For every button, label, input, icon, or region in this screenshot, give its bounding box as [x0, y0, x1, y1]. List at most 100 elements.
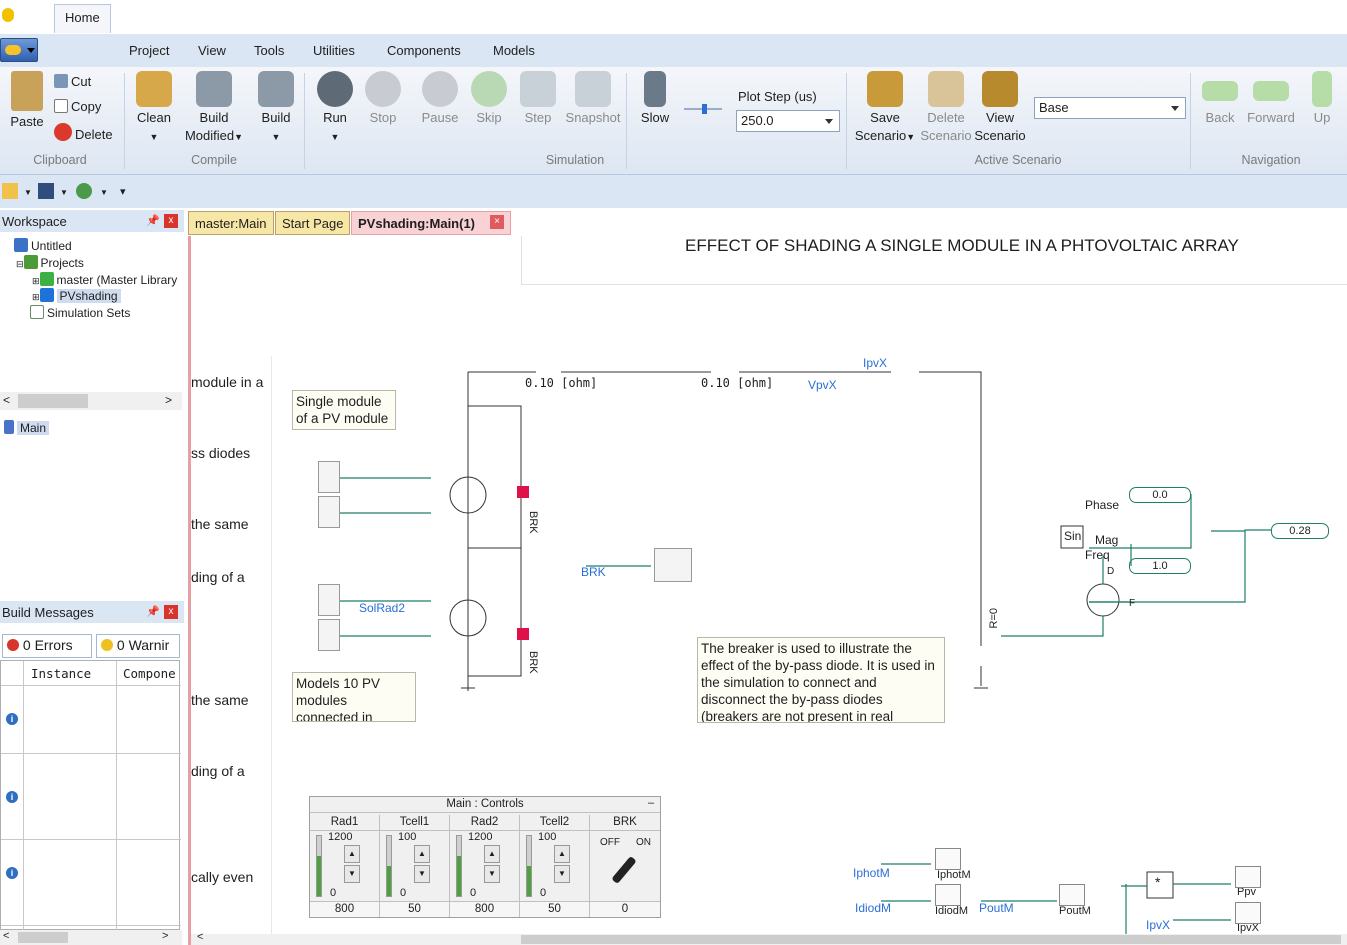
column-header-component[interactable]: Compone [123, 666, 176, 681]
clean-button[interactable]: Clean▼ [132, 71, 176, 146]
scroll-right-icon[interactable]: > [165, 393, 173, 407]
minimize-icon[interactable]: – [648, 797, 655, 809]
table-row[interactable] [1, 925, 181, 926]
scroll-left-icon[interactable]: < [3, 393, 11, 407]
meter-icon[interactable] [935, 848, 961, 870]
freq-constant[interactable]: 1.0 [1129, 558, 1191, 574]
scroll-left-icon[interactable]: < [197, 931, 204, 943]
schematic-canvas[interactable]: EFFECT OF SHADING A SINGLE MODULE IN A P… [188, 236, 1347, 945]
skip-button[interactable]: Skip [470, 71, 508, 127]
tree-horizontal-scrollbar[interactable]: < > [0, 392, 182, 410]
save-icon[interactable] [38, 183, 54, 199]
close-icon[interactable]: x [164, 605, 178, 619]
scroll-left-icon[interactable]: < [3, 930, 10, 942]
run-button[interactable]: Run▼ [316, 71, 354, 146]
note-breaker[interactable]: The breaker is used to illustrate the ef… [697, 637, 945, 723]
scrollbar-thumb[interactable] [18, 394, 88, 408]
meter-icon[interactable] [1235, 902, 1261, 924]
pin-icon[interactable]: 📌 [146, 215, 160, 227]
tree-item-main[interactable]: Main [4, 420, 50, 435]
meter-icon[interactable] [1235, 866, 1261, 888]
slider-input-icon[interactable] [318, 496, 340, 528]
rad1-decrement-button[interactable]: ▼ [344, 865, 360, 883]
doc-tab-start-page[interactable]: Start Page [275, 211, 351, 235]
meter-icon[interactable] [1059, 884, 1085, 906]
table-row[interactable] [1, 753, 181, 754]
slider-input-icon[interactable] [318, 619, 340, 651]
column-header-instance[interactable]: Instance [31, 666, 92, 681]
pin-icon[interactable]: 📌 [146, 606, 160, 618]
errors-filter-button[interactable]: 0 Errors [2, 634, 92, 658]
tcell1-slider[interactable] [386, 835, 392, 897]
collapse-icon[interactable]: ⊟ [16, 259, 24, 269]
scrollbar-thumb[interactable] [521, 935, 1341, 944]
warnings-filter-button[interactable]: 0 Warnir [96, 634, 180, 658]
up-button[interactable]: Up [1306, 71, 1338, 127]
customize-toolbar-icon[interactable]: ▾ [120, 186, 126, 198]
scroll-right-icon[interactable]: > [162, 930, 169, 942]
close-icon[interactable]: × [490, 215, 504, 229]
slow-button[interactable]: Slow [636, 71, 674, 127]
speed-slider[interactable] [684, 104, 722, 114]
application-menu-button[interactable] [0, 38, 38, 62]
tcell2-decrement-button[interactable]: ▼ [554, 865, 570, 883]
mag-constant[interactable]: 0.28 [1271, 523, 1329, 539]
tcell1-increment-button[interactable]: ▲ [414, 845, 430, 863]
scenario-select[interactable]: Base [1034, 97, 1186, 119]
tab-utilities[interactable]: Utilities [313, 43, 355, 58]
controls-panel[interactable]: Main : Controls – Rad1 1200 0 ▲ ▼ 800 Tc… [309, 796, 661, 918]
phase-constant[interactable]: 0.0 [1129, 487, 1191, 503]
build-button[interactable]: Build▼ [254, 71, 298, 146]
refresh-icon[interactable] [76, 183, 92, 199]
tcell1-decrement-button[interactable]: ▼ [414, 865, 430, 883]
rad2-increment-button[interactable]: ▲ [484, 845, 500, 863]
tree-item-untitled[interactable]: Untitled [14, 238, 72, 253]
tree-item-master[interactable]: ⊞master (Master Library [32, 272, 177, 287]
tab-components[interactable]: Components [387, 43, 461, 58]
rad2-slider[interactable] [456, 835, 462, 897]
chevron-down-icon[interactable]: ▼ [24, 188, 32, 197]
doc-tab-pvshading-main[interactable]: PVshading:Main(1) × [351, 211, 511, 235]
tab-models[interactable]: Models [493, 43, 535, 58]
tree-item-projects[interactable]: ⊟Projects [16, 255, 84, 270]
tcell2-increment-button[interactable]: ▲ [554, 845, 570, 863]
speed-slider-thumb[interactable] [702, 104, 707, 114]
forward-button[interactable]: Forward [1244, 71, 1298, 127]
stop-button[interactable]: Stop [364, 71, 402, 127]
pause-button[interactable]: Pause [420, 71, 460, 127]
step-button[interactable]: Step [518, 71, 558, 127]
rad1-increment-button[interactable]: ▲ [344, 845, 360, 863]
expand-icon[interactable]: ⊞ [32, 292, 40, 302]
snapshot-button[interactable]: Snapshot [564, 71, 622, 127]
paste-button[interactable]: Paste [6, 71, 48, 131]
plot-step-select[interactable]: 250.0 [736, 110, 840, 132]
rad1-slider[interactable] [316, 835, 322, 897]
table-row[interactable] [1, 839, 181, 840]
delete-button[interactable]: Delete [54, 123, 113, 144]
new-file-icon[interactable] [2, 183, 18, 199]
cut-button[interactable]: Cut [54, 73, 91, 91]
tree-item-simulation-sets[interactable]: Simulation Sets [30, 305, 130, 320]
slider-input-icon[interactable] [318, 584, 340, 616]
messages-horizontal-scrollbar[interactable]: < > [0, 930, 182, 945]
copy-button[interactable]: Copy [54, 98, 101, 116]
switch-input-icon[interactable] [654, 548, 692, 582]
breaker-toggle-switch[interactable] [611, 855, 637, 885]
rad2-decrement-button[interactable]: ▼ [484, 865, 500, 883]
back-button[interactable]: Back [1200, 71, 1240, 127]
tcell2-slider[interactable] [526, 835, 532, 897]
tree-item-pvshading[interactable]: ⊞PVshading [32, 288, 121, 303]
note-single-module[interactable]: Single module of a PV module [292, 390, 396, 430]
slider-input-icon[interactable] [318, 461, 340, 493]
scrollbar-thumb[interactable] [18, 932, 68, 943]
tab-view[interactable]: View [198, 43, 226, 58]
canvas-horizontal-scrollbar[interactable]: < [191, 931, 1347, 945]
close-icon[interactable]: x [164, 214, 178, 228]
expand-icon[interactable]: ⊞ [32, 276, 40, 286]
tab-tools[interactable]: Tools [254, 43, 285, 58]
meter-icon[interactable] [935, 884, 961, 906]
